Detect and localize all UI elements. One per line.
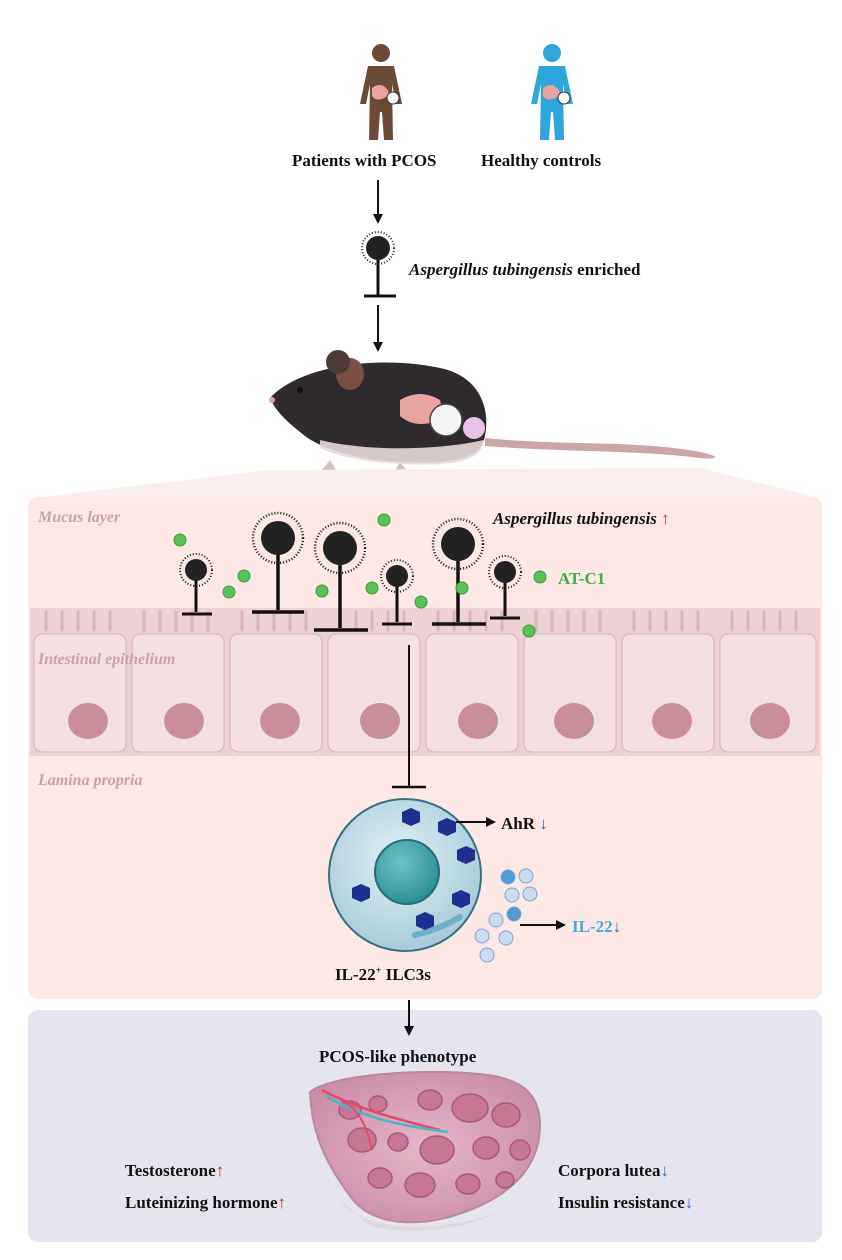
fungus-colony — [179, 511, 522, 632]
fungus-3 — [313, 521, 368, 632]
ilc3-sup: + — [375, 965, 382, 977]
lh-item: Luteinizing hormone↑ — [125, 1194, 286, 1211]
insulin-resistance-down-arrow: ↓ — [684, 1193, 694, 1212]
epithelium-label: Intestinal epithelium — [38, 651, 176, 668]
fungus-4 — [380, 559, 414, 626]
ahr-label: AhR ↓ — [501, 815, 548, 832]
intestinal-epithelium — [30, 608, 820, 756]
corpora-lutea-item: Corpora lutea↓ — [558, 1162, 669, 1179]
patients-label: Patients with PCOS — [292, 151, 437, 170]
testosterone-up-arrow: ↑ — [215, 1161, 225, 1180]
lh-up-arrow: ↑ — [277, 1193, 287, 1212]
fungus-2 — [251, 511, 305, 614]
il22-label: IL-22↓ — [572, 918, 621, 935]
ovary-icon — [308, 1070, 542, 1231]
control-figure-icon — [531, 44, 573, 140]
il22-down-arrow: ↓ — [612, 917, 622, 936]
corpora-lutea-down-arrow: ↓ — [660, 1161, 669, 1180]
at-c1-label: AT-C1 — [558, 569, 606, 588]
insulin-resistance-text: Insulin resistance — [558, 1193, 685, 1212]
mucus-layer-label: Mucus layer — [38, 509, 121, 526]
fungus-6 — [488, 555, 522, 620]
insulin-resistance-item: Insulin resistance↓ — [558, 1194, 693, 1211]
controls-label: Healthy controls — [481, 151, 602, 170]
fungus-5 — [431, 517, 486, 626]
lh-text: Luteinizing hormone — [125, 1193, 278, 1212]
gut-fungus-species: Aspergillus tubingensis — [493, 509, 657, 528]
testosterone-item: Testosterone↑ — [125, 1162, 224, 1179]
at-c1-molecules — [173, 513, 547, 638]
ahr-down-arrow: ↓ — [539, 814, 548, 833]
mouse-icon — [269, 350, 715, 472]
ilc3-cell-icon — [328, 798, 482, 952]
fungus-species-name: Aspergillus tubingensis — [409, 260, 573, 279]
testosterone-text: Testosterone — [125, 1161, 216, 1180]
fungus-enriched-suffix: enriched — [572, 260, 641, 279]
il22-molecules — [474, 868, 538, 963]
ahr-text: AhR — [501, 814, 536, 833]
ilc3-label: IL-22+ ILC3s — [335, 966, 431, 983]
gut-fungus-label: Aspergillus tubingensis ↑ — [493, 510, 670, 527]
zoom-cone — [32, 468, 820, 498]
ilc3-suffix: ILC3s — [381, 965, 431, 984]
patient-figure-icon — [360, 44, 402, 140]
fungus-up-arrow: ↑ — [661, 509, 670, 528]
fungus-enriched-label: Aspergillus tubingensis enriched — [409, 261, 640, 278]
corpora-lutea-text: Corpora lutea — [558, 1161, 661, 1180]
ilc3-prefix: IL-22 — [335, 965, 376, 984]
phenotype-title: PCOS-like phenotype — [319, 1047, 477, 1066]
lamina-propria-label: Lamina propria — [38, 772, 143, 789]
fungus-icon — [361, 231, 396, 298]
il22-text: IL-22 — [572, 917, 613, 936]
fungus-1 — [179, 553, 213, 616]
